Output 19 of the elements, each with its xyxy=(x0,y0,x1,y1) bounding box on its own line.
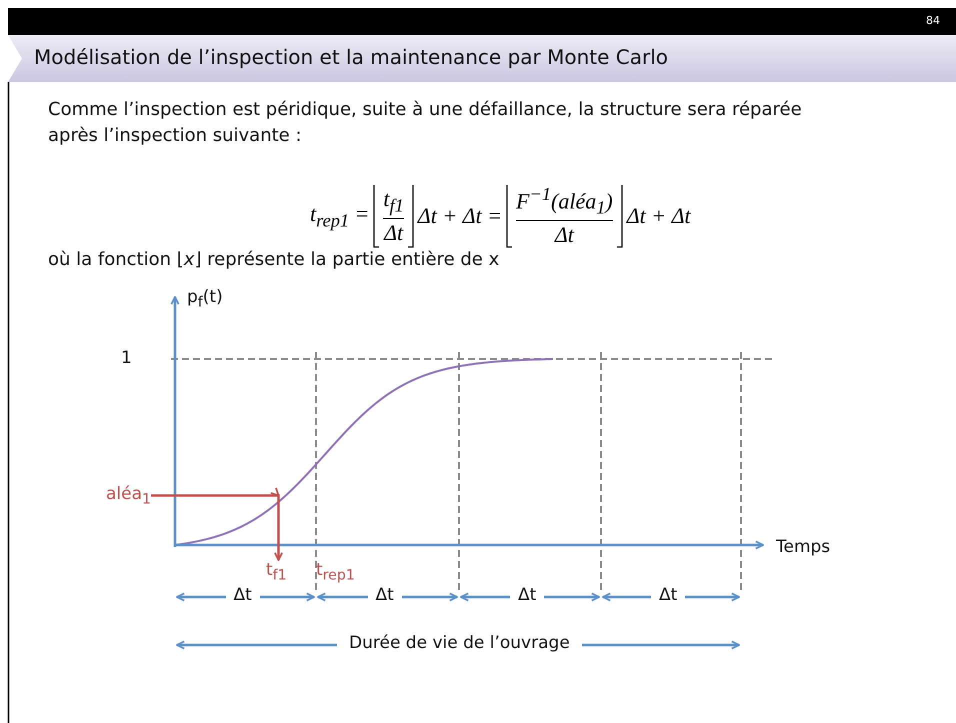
formula-term: Δt + Δt xyxy=(626,203,691,229)
numerator: F$^{−1}$(aléa$_{1}$) xyxy=(516,184,613,219)
formula-term: t$_{rep1}$ = xyxy=(310,200,370,232)
slide-title: Modélisation de l’inspection et la maintenance par Monte Carlo xyxy=(34,45,668,69)
axis-label: p$_{f}$(t) xyxy=(187,287,223,310)
variable-label: aléa$_{1}$ xyxy=(106,484,152,508)
numerator: t$_{f1}$ xyxy=(383,186,404,217)
variable-label: t$_{f1}$ xyxy=(266,560,287,584)
time-label: t$_{rep1}$ xyxy=(316,560,355,584)
tick-label: 1 xyxy=(121,348,132,368)
dimension-label: Durée de vie de l’ouvrage xyxy=(337,633,582,653)
arrow xyxy=(151,488,283,561)
paragraph: Comme l’inspection est péridique, suite à une défaillance, la structure sera réparée après l’inspection suivante : xyxy=(48,98,803,148)
axis-label: Temps xyxy=(776,537,830,557)
formula-term: Δt + Δt = xyxy=(418,203,502,229)
page-number: 84 xyxy=(926,14,940,27)
denominator: Δt xyxy=(554,222,574,248)
paragraph: où la fonction ⌊x⌋ représente la partie entière de x xyxy=(48,249,500,270)
denominator: Δt xyxy=(384,220,404,246)
